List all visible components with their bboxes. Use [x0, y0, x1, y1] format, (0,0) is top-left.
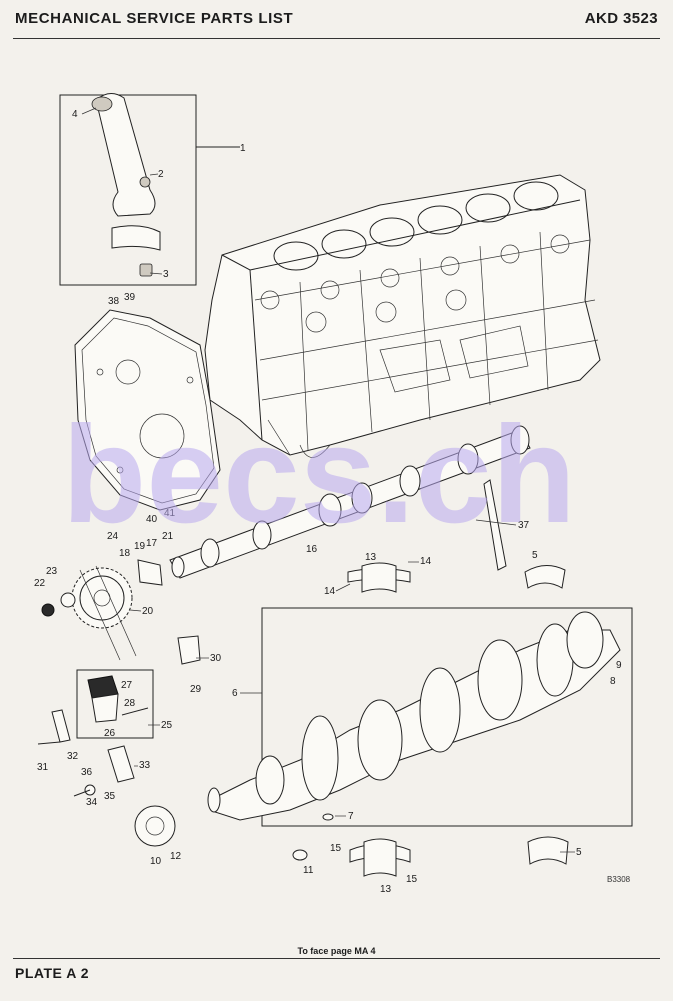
camshaft — [169, 425, 531, 579]
callout-18: 18 — [119, 548, 131, 559]
callout-40: 40 — [146, 514, 158, 525]
callout-4: 4 — [72, 109, 78, 120]
camshaft-gear — [41, 559, 163, 661]
callout-39: 39 — [124, 292, 136, 303]
callout-5a: 5 — [532, 550, 538, 561]
callout-34: 34 — [86, 797, 98, 808]
callout-14a: 14 — [420, 556, 432, 567]
callout-32: 32 — [67, 751, 79, 762]
cylinder-block — [204, 174, 601, 458]
callout-15b: 15 — [406, 874, 418, 885]
callout-11: 11 — [303, 865, 314, 876]
callout-7: 7 — [348, 811, 354, 822]
callout-22: 22 — [34, 578, 46, 589]
callout-5b: 5 — [576, 847, 582, 858]
callout-21: 21 — [162, 531, 174, 542]
callout-33: 33 — [139, 760, 151, 771]
page-reference-note: To face page MA 4 — [297, 946, 376, 956]
callout-16: 16 — [306, 544, 318, 555]
callout-19: 19 — [134, 541, 146, 552]
callout-38: 38 — [108, 296, 120, 307]
leader-lines — [81, 107, 575, 853]
callout-26: 26 — [104, 728, 116, 739]
callout-37: 37 — [518, 520, 530, 531]
page-footer: PLATE A 2 — [13, 958, 660, 1001]
engine-front-plate — [74, 309, 221, 511]
callout-15a: 15 — [330, 843, 342, 854]
callout-8: 8 — [610, 676, 616, 687]
page-header: MECHANICAL SERVICE PARTS LIST AKD 3523 — [13, 0, 660, 39]
plate-label: PLATE A 2 — [15, 965, 89, 981]
main-bearings-upper — [347, 479, 566, 593]
callout-30: 30 — [210, 653, 222, 664]
callout-1: 1 — [240, 143, 246, 154]
callout-27: 27 — [121, 680, 133, 691]
callout-13b: 13 — [380, 884, 392, 895]
callout-9: 9 — [616, 660, 622, 671]
watermark: becs.ch — [62, 398, 576, 552]
callout-29: 29 — [190, 684, 202, 695]
callout-13a: 13 — [365, 552, 377, 563]
callout-14b: 14 — [324, 586, 336, 597]
callout-12: 12 — [170, 851, 182, 862]
callout-28: 28 — [124, 698, 136, 709]
callout-10: 10 — [150, 856, 162, 867]
callout-24: 24 — [107, 531, 119, 542]
callout-17: 17 — [146, 538, 158, 549]
callout-35: 35 — [104, 791, 116, 802]
callout-labels: 1 2 3 4 5 6 7 8 9 10 11 12 13 14 15 16 1… — [34, 109, 622, 895]
callout-3: 3 — [163, 269, 169, 280]
callout-41: 41 — [164, 508, 176, 519]
document-code: AKD 3523 — [584, 10, 658, 27]
callout-2: 2 — [158, 169, 164, 180]
crankshaft-inset — [207, 607, 633, 827]
connecting-rod-inset — [59, 93, 240, 286]
small-parts — [37, 635, 334, 861]
callout-25: 25 — [161, 720, 173, 731]
callout-6: 6 — [232, 688, 238, 699]
main-bearings-lower — [349, 836, 569, 877]
callout-31: 31 — [37, 762, 49, 773]
callout-23: 23 — [46, 566, 58, 577]
callout-20: 20 — [142, 606, 154, 617]
callout-36: 36 — [81, 767, 93, 778]
drawing-reference: B3308 — [607, 875, 631, 884]
page-title: MECHANICAL SERVICE PARTS LIST — [15, 10, 294, 27]
